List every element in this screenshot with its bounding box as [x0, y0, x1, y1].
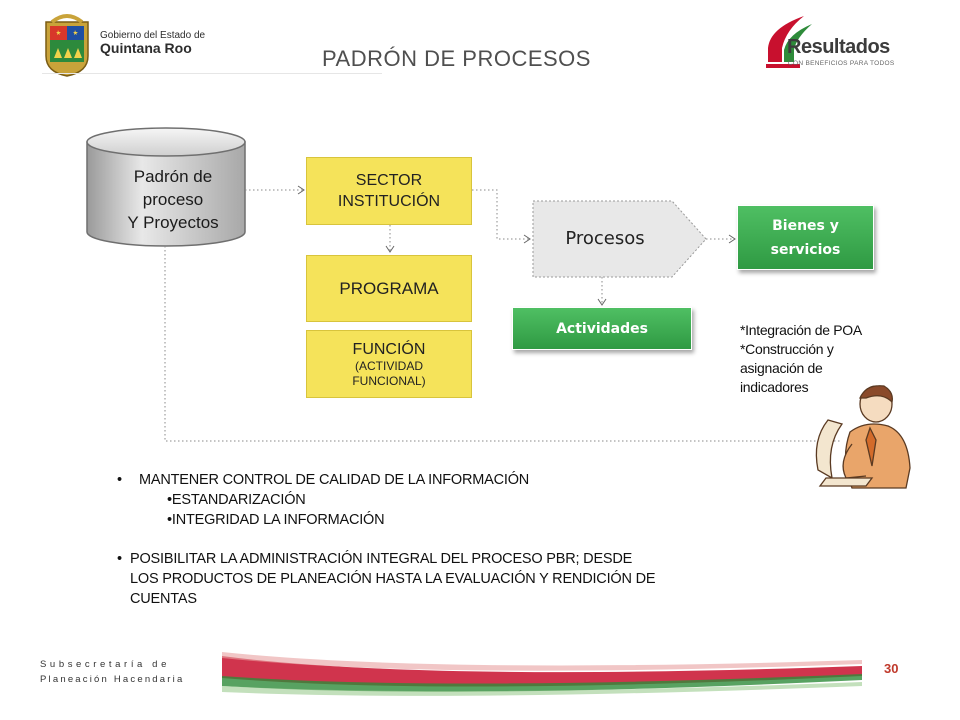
government-logo-text: Gobierno del Estado de Quintana Roo: [100, 30, 206, 56]
resultados-tagline: CON BENEFICIOS PARA TODOS: [788, 60, 895, 67]
footer-organization: Subsecretaría de Planeación Hacendaria: [40, 657, 184, 687]
funcion-box: FUNCIÓN (ACTIVIDAD FUNCIONAL): [306, 330, 472, 398]
arrowhead-sector: [297, 185, 305, 195]
funcion-sub-label-2: FUNCIONAL): [352, 373, 426, 388]
arrowhead-procesos: [523, 234, 531, 244]
database-label-line1: Padrón de: [133, 167, 213, 186]
government-logo: [45, 14, 89, 77]
footer-org-line2: Planeación Hacendaria: [40, 674, 185, 685]
procesos-label: Procesos: [565, 228, 645, 249]
page-title: PADRÓN DE PROCESOS: [322, 46, 591, 71]
bullet-item-1: • MANTENER CONTROL DE CALIDAD DE LA INFO…: [117, 470, 837, 490]
arrowhead-programa: [385, 245, 395, 253]
database-label-line3: Y Proyectos: [127, 213, 219, 232]
footer-ribbon: [222, 652, 862, 696]
funcion-sub-label-1: (ACTIVIDAD: [354, 358, 423, 373]
database-label-line2: proceso: [142, 190, 204, 209]
bullet-dot: •: [117, 551, 122, 567]
note-line-3: asignación de: [740, 360, 823, 376]
notes-block: *Integración de POA *Construcción y asig…: [740, 321, 940, 397]
footer-org-line1: Subsecretaría de: [40, 659, 170, 670]
sector-institucion-box: SECTOR INSTITUCIÓN: [306, 157, 472, 225]
gov-logo-line2: Quintana Roo: [100, 40, 192, 56]
bullet-dot: •: [117, 472, 122, 488]
programa-label: PROGRAMA: [339, 278, 439, 298]
actividades-label: Actividades: [556, 320, 648, 337]
funcion-label: FUNCIÓN: [352, 340, 426, 358]
arrowhead-actividades: [597, 298, 607, 306]
bullet-item-2: • POSIBILITAR LA ADMINISTRACIÓN INTEGRAL…: [117, 549, 837, 569]
connector-db-to-operator: [164, 246, 840, 442]
bullet-text-2-line3: CUENTAS: [130, 591, 197, 607]
note-line-2: *Construcción y: [740, 341, 834, 357]
bienes-label-line2: servicios: [770, 241, 841, 258]
programa-box: PROGRAMA: [306, 255, 472, 322]
page-number: 30: [884, 661, 899, 676]
gov-logo-line1: Gobierno del Estado de: [100, 30, 206, 41]
arrowhead-bienes: [728, 234, 736, 244]
institucion-label: INSTITUCIÓN: [337, 193, 441, 210]
bullet-text-2-line1: POSIBILITAR LA ADMINISTRACIÓN INTEGRAL D…: [130, 551, 633, 567]
resultados-logo: [766, 16, 812, 68]
sub-bullet-2: •INTEGRIDAD LA INFORMACIÓN: [167, 512, 385, 528]
sector-label: SECTOR: [355, 172, 423, 189]
bienes-label-line1: Bienes y: [772, 217, 839, 234]
database-cylinder: [86, 127, 246, 247]
actividades-box: Actividades: [512, 307, 692, 350]
resultados-wordmark: Resultados: [787, 36, 890, 58]
bullet-text-2-line2: LOS PRODUCTOS DE PLANEACIÓN HASTA LA EVA…: [130, 571, 656, 587]
bullet-text-1: MANTENER CONTROL DE CALIDAD DE LA INFORM…: [139, 472, 530, 488]
note-line-4: indicadores: [740, 379, 809, 395]
procesos-shape: [532, 200, 707, 278]
sub-bullet-1: •ESTANDARIZACIÓN: [167, 492, 306, 508]
note-line-1: *Integración de POA: [740, 322, 862, 338]
bullet-list: • MANTENER CONTROL DE CALIDAD DE LA INFO…: [117, 470, 837, 609]
operator-illustration: [815, 385, 911, 489]
bienes-servicios-box: Bienes y servicios: [737, 205, 874, 270]
header-divider: [42, 73, 382, 74]
connector-sector-to-procesos: [472, 189, 530, 240]
database-label: Padrón de proceso Y Proyectos: [100, 165, 246, 234]
